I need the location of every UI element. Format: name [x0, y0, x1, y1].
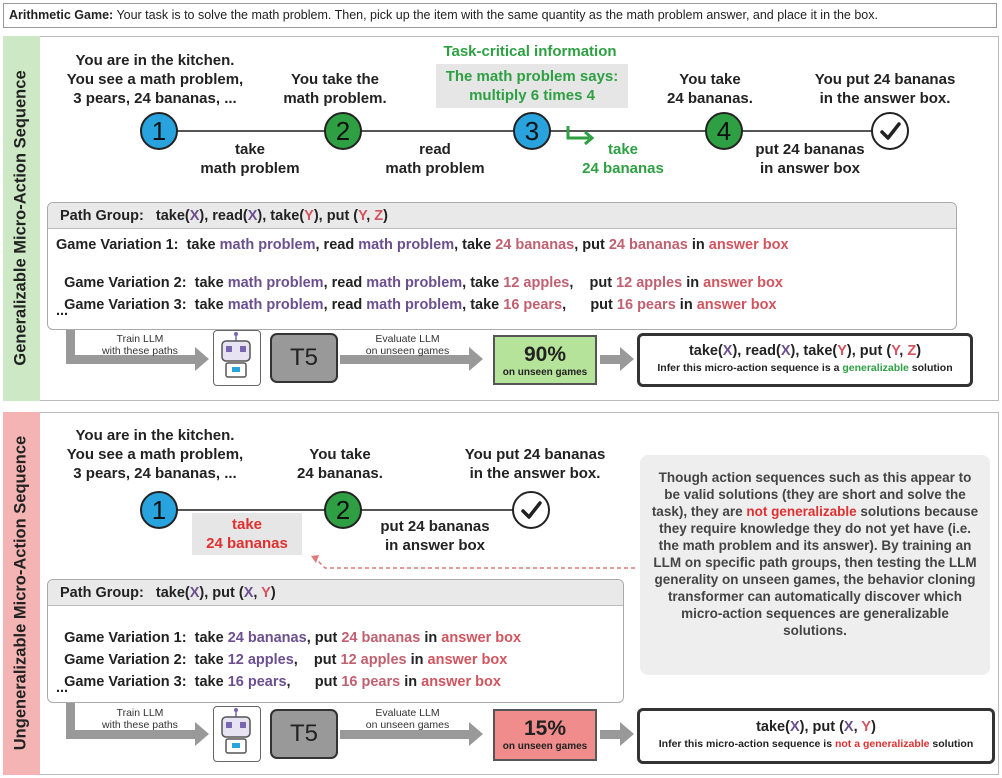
u-step-1-circle: 1: [140, 491, 178, 529]
train-arrow-stem: [66, 330, 75, 362]
u-result-box: 15% on unseen games: [493, 709, 597, 761]
step-2-circle: 2: [324, 112, 362, 150]
result-subtext: on unseen games: [502, 367, 588, 378]
step-1-circle: 1: [140, 112, 178, 150]
u-variation-ellipsis: ...: [56, 680, 69, 696]
u-path-group-header: Path Group: take(X), put (X, Y): [48, 580, 623, 606]
u-game-variation-3: Game Variation 3: take 16 pears, put 16 …: [64, 674, 501, 690]
u-game-variation-2: Game Variation 2: take 12 apples, put 12…: [64, 652, 508, 668]
step-4-circle: 4: [705, 112, 743, 150]
inferred-sequence: take(X), read(X), take(Y), put (Y, Z): [688, 343, 922, 359]
path-group-header: Path Group: take(X), read(X), take(Y), p…: [48, 203, 956, 229]
game-variation-3: Game Variation 3: take math problem, rea…: [64, 297, 777, 313]
inference-text: Infer this micro-action sequence is a ge…: [657, 362, 953, 374]
u-inferred-sequence: take(X), put (X, Y): [756, 719, 876, 735]
u-game-variation-1: Game Variation 1: take 24 bananas, put 2…: [64, 630, 522, 646]
robot-icon: [213, 330, 261, 386]
infer-arrow-head-icon: [620, 347, 634, 371]
task-title: Arithmetic Game:: [9, 8, 114, 22]
step-3-circle: 3: [513, 112, 551, 150]
inference-box: take(X), read(X), take(Y), put (Y, Z) In…: [637, 333, 973, 387]
t5-model-box: T5: [270, 333, 338, 383]
u-train-arrow-head-icon: [195, 722, 209, 746]
task-critical-title: Task-critical information: [443, 43, 617, 60]
generalizable-sidebar-label: Generalizable Micro-Action Sequence: [11, 70, 30, 366]
task-text: Your task is to solve the math problem. …: [113, 8, 878, 22]
u-done-check-icon: [512, 491, 550, 529]
path-group-box: Path Group: take(X), read(X), take(Y), p…: [47, 202, 957, 330]
game-variation-1: Game Variation 1: take math problem, rea…: [56, 237, 789, 253]
generalizable-sidebar: [3, 36, 40, 401]
u-inference-box: take(X), put (X, Y) Infer this micro-act…: [637, 708, 995, 764]
observation-1: You are in the kitchen.You see a math pr…: [66, 52, 244, 107]
game-variation-2: Game Variation 2: take math problem, rea…: [64, 275, 783, 291]
u-train-arrow-shaft: [66, 730, 196, 739]
task-description-bar: Arithmetic Game: Your task is to solve t…: [3, 3, 997, 28]
u-infer-arrow-head-icon: [620, 722, 634, 746]
infer-arrow-shaft: [600, 355, 622, 364]
u-eval-arrow-shaft: [340, 730, 470, 739]
u-eval-arrow-head-icon: [469, 722, 483, 746]
green-arrow-icon: [565, 124, 595, 153]
u-path-group-box: Path Group: take(X), put (X, Y): [47, 579, 624, 703]
done-check-icon: [871, 112, 909, 150]
u-train-arrow-stem: [66, 703, 75, 739]
eval-arrow-shaft: [340, 355, 470, 364]
u-robot-icon: [213, 706, 261, 762]
u-result-value: 15%: [523, 717, 567, 740]
u-result-subtext: on unseen games: [502, 741, 588, 752]
result-box: 90% on unseen games: [493, 335, 597, 385]
train-arrow-shaft: [66, 355, 196, 364]
explanation-note: Though action sequences such as this app…: [640, 455, 990, 675]
result-value: 90%: [523, 343, 567, 366]
dashed-pointer-arrow: [305, 548, 640, 593]
u-t5-model-box: T5: [270, 709, 338, 759]
ungeneralizable-sidebar: [3, 412, 40, 775]
variation-ellipsis: ...: [56, 303, 69, 319]
u-inference-text: Infer this micro-action sequence is not …: [658, 738, 974, 750]
u-observation-1: You are in the kitchen.You see a math pr…: [66, 427, 244, 482]
task-critical-box: The math problem says:multiply 6 times 4: [436, 64, 628, 108]
u-infer-arrow-shaft: [600, 730, 622, 739]
eval-arrow-head-icon: [469, 347, 483, 371]
ungeneralizable-sidebar-label: Ungeneralizable Micro-Action Sequence: [11, 435, 30, 751]
train-arrow-head-icon: [195, 347, 209, 371]
u-step-2-circle: 2: [324, 491, 362, 529]
